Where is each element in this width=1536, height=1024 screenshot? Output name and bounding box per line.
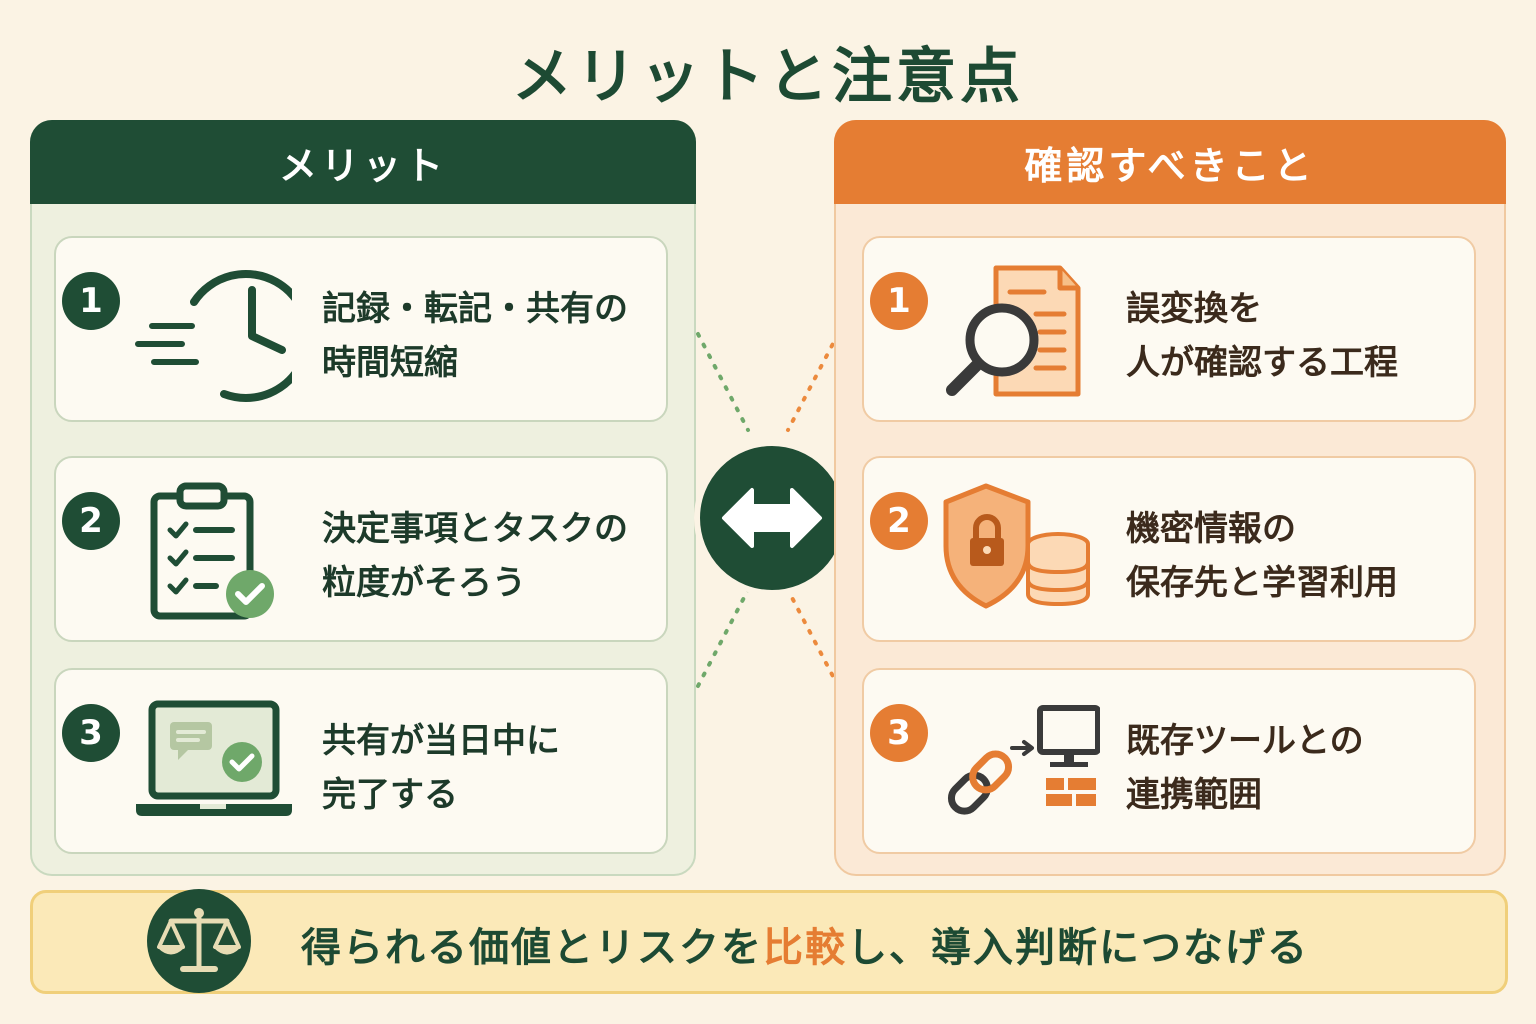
laptop-chat-check-icon <box>136 700 292 816</box>
merit-number-1: 1 <box>62 272 120 330</box>
merit-text-3: 共有が当日中に 完了する <box>322 721 560 815</box>
merit-text-2: 決定事項とタスクの 粒度がそろう <box>322 509 628 603</box>
clipboard-check-icon <box>150 482 274 620</box>
merit-number-2: 2 <box>62 492 120 550</box>
link-monitor-icon <box>947 705 1100 815</box>
check-text-1: 誤変換を 人が確認する工程 <box>1126 289 1398 383</box>
conclusion-bar: 得られる価値とリスクを比較し、導入判断につなげる <box>30 889 1508 994</box>
scale-icon <box>157 908 241 972</box>
page-title: メリットと注意点 <box>512 42 1024 112</box>
center-arrow-badge <box>694 440 850 596</box>
merits-heading: メリット <box>30 120 696 204</box>
check-number-3: 3 <box>870 704 928 762</box>
double-arrow-icon <box>722 488 822 548</box>
check-card-1: 1 誤変換を 人が確認する工程 <box>862 236 1476 422</box>
check-card-2: 2 機密情報の 保存先と学習利用 <box>862 456 1476 642</box>
checks-heading: 確認すべきこと <box>834 120 1506 204</box>
document-magnifier-icon <box>946 265 1081 397</box>
scale-badge <box>147 889 251 993</box>
check-text-3: 既存ツールとの 連携範囲 <box>1126 721 1364 815</box>
shield-lock-database-icon <box>943 483 1090 609</box>
check-card-3: 3 既存ツールとの 連携範囲 <box>862 668 1476 854</box>
merits-panel: メリット 1 記録・転記・共有の 時間短縮 2 決定事項とタスクの 粒度がそろう… <box>30 120 696 876</box>
check-number-1: 1 <box>870 272 928 330</box>
merit-card-3: 3 共有が当日中に 完了する <box>54 668 668 854</box>
conclusion-text: 得られる価値とリスクを比較し、導入判断につなげる <box>301 925 1309 971</box>
merit-number-3: 3 <box>62 704 120 762</box>
checks-panel: 確認すべきこと 1 誤変換を 人が確認する工程 2 機密情報の 保存先と学習 <box>834 120 1506 876</box>
check-number-2: 2 <box>870 492 928 550</box>
clock-speed-icon <box>135 270 292 402</box>
merit-text-1: 記録・転記・共有の 時間短縮 <box>322 289 628 383</box>
check-text-2: 機密情報の 保存先と学習利用 <box>1126 509 1398 603</box>
merit-card-1: 1 記録・転記・共有の 時間短縮 <box>54 236 668 422</box>
conclusion-accent: 比較 <box>763 925 847 971</box>
merit-card-2: 2 決定事項とタスクの 粒度がそろう <box>54 456 668 642</box>
